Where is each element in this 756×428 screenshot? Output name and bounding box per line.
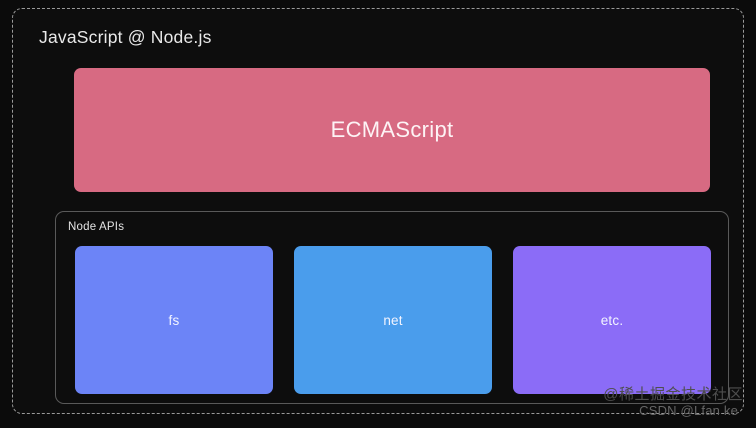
- module-label-net: net: [383, 312, 403, 328]
- watermark-csdn: CSDN @Lfan ke: [639, 403, 738, 418]
- ecmascript-layer-label: ECMAScript: [330, 117, 454, 142]
- module-box-net: net: [294, 246, 492, 394]
- node-apis-panel-label: Node APIs: [68, 221, 125, 233]
- module-box-fs: fs: [75, 246, 273, 394]
- node-apis-module-row: fs net etc.: [75, 246, 711, 394]
- module-label-fs: fs: [168, 312, 180, 328]
- ecmascript-layer-box: ECMAScript: [74, 68, 710, 192]
- javascript-node-frame: JavaScript @ Node.js ECMAScript Node API…: [12, 8, 744, 414]
- page-title: JavaScript @ Node.js: [39, 27, 212, 47]
- node-apis-panel: Node APIs fs net etc.: [55, 211, 729, 404]
- module-box-etc: etc.: [513, 246, 711, 394]
- module-label-etc: etc.: [600, 312, 624, 328]
- watermark-community: @稀土掘金技术社区: [603, 386, 743, 403]
